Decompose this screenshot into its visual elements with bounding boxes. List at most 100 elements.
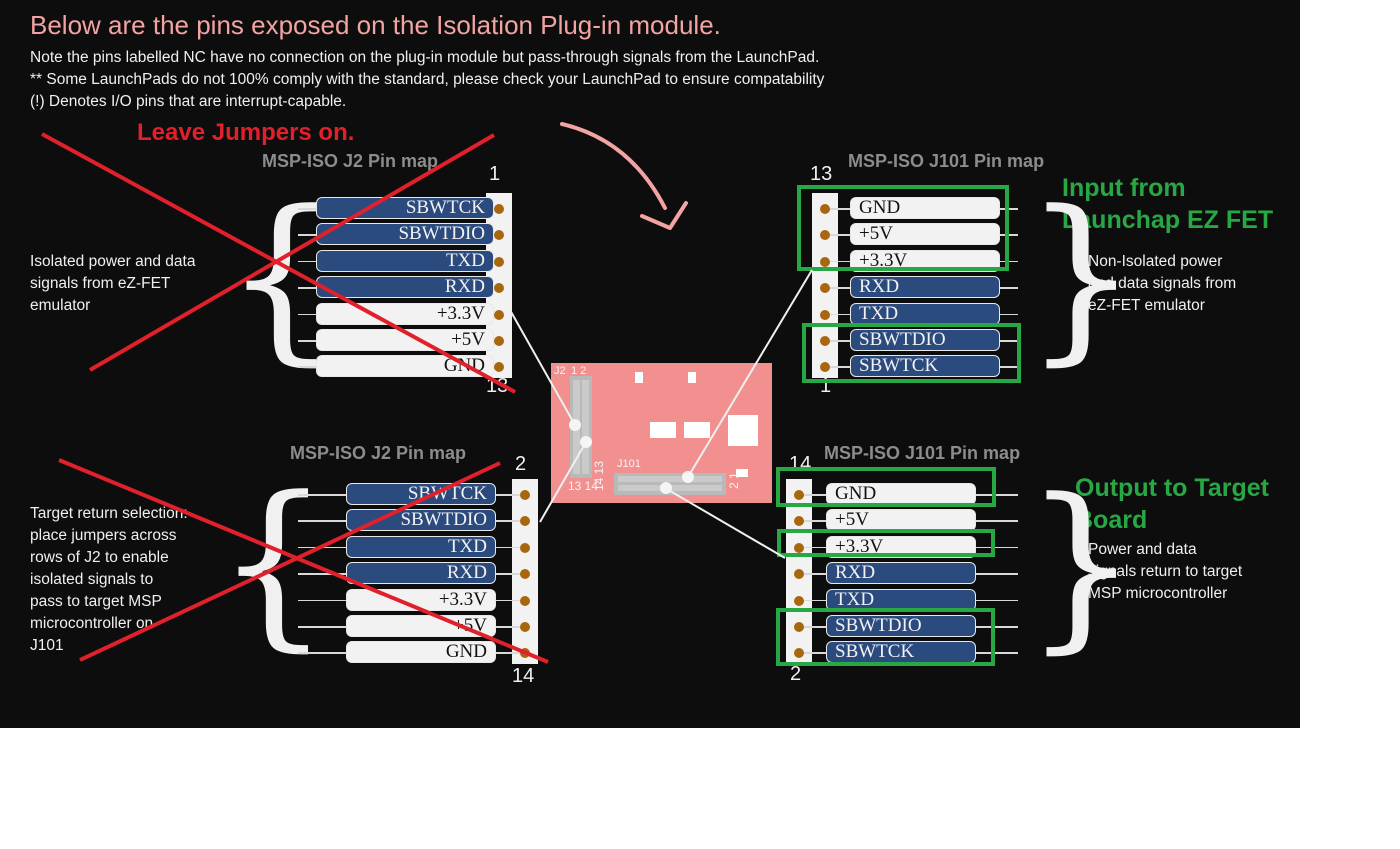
pin-label-rxd: RXD xyxy=(826,562,976,585)
highlight-power-input xyxy=(797,185,1009,271)
pin-label-sbwtdio: SBWTDIO xyxy=(826,615,976,637)
pin-label-gnd: GND xyxy=(850,197,1000,219)
pin-label-rxd: RXD xyxy=(850,276,1000,299)
pin-label-33v: +3.3V xyxy=(850,249,1000,272)
pin-label-sbwtdio: SBWTDIO xyxy=(346,509,496,532)
board-j2-pins-top: 1 2 xyxy=(571,365,587,377)
j101-top-brace-icon: } xyxy=(1024,173,1139,382)
board-component xyxy=(688,372,696,383)
pin-dot-icon xyxy=(820,230,830,241)
desc-line: rows of J2 to enable xyxy=(30,549,169,566)
pin-number-end: 2 xyxy=(790,663,802,685)
input-from-label-line1: Input from xyxy=(1062,174,1186,202)
pin-dot-icon xyxy=(794,648,804,659)
highlight-sbw-input xyxy=(802,323,1021,383)
connector-dot xyxy=(569,419,581,431)
board-j2-pins-bottom: 13 14 xyxy=(568,479,599,493)
j101-bottom-title: MSP-ISO J101 Pin map xyxy=(824,443,1021,463)
j2-top-title: MSP-ISO J2 Pin map xyxy=(262,151,439,171)
desc-line: signals from eZ-FET xyxy=(30,275,171,292)
pin-label-rxd: RXD xyxy=(346,562,496,585)
board-component xyxy=(650,422,676,438)
pin-number-start: 2 xyxy=(515,453,527,475)
board-j2-row xyxy=(582,380,589,474)
pin-label-gnd: GND xyxy=(346,641,496,664)
connector-dot xyxy=(660,482,672,494)
desc-line: Target return selection: xyxy=(30,505,188,522)
desc-line: Isolated power and data xyxy=(30,253,196,270)
desc-line: MSP microcontroller xyxy=(1088,585,1228,602)
board-component xyxy=(736,469,748,477)
pin-dot-icon xyxy=(494,204,504,214)
cross-out-line xyxy=(88,133,496,372)
pin-dot-icon xyxy=(494,362,504,373)
pin-dot-icon xyxy=(820,336,830,346)
highlight-gnd-output xyxy=(776,467,996,507)
board-component xyxy=(684,422,710,438)
pin-label-txd: TXD xyxy=(826,588,976,611)
input-from-label-line2: Launchap EZ FET xyxy=(1062,206,1274,234)
board-component xyxy=(635,372,643,383)
note-nc-pins: Note the pins labelled NC have no connec… xyxy=(30,49,820,66)
pin-label-5v: +5V xyxy=(316,329,494,351)
pin-dot-icon xyxy=(520,569,530,580)
pin-dot-icon xyxy=(794,490,804,500)
desc-line: Non-Isolated power xyxy=(1088,253,1223,270)
connector-j2-top xyxy=(509,309,576,426)
pin-number-end: 1 xyxy=(820,375,832,397)
pin-dot-icon xyxy=(820,256,830,267)
pin-dot-icon xyxy=(494,336,504,346)
pin-label-rxd: RXD xyxy=(316,276,494,299)
board-j101-label: J101 xyxy=(617,458,641,470)
connector-dot xyxy=(580,436,592,448)
pin-label-33v: +3.3V xyxy=(826,535,976,558)
connector-j2-bottom xyxy=(539,441,587,523)
board-j2-label: J2 xyxy=(554,365,566,377)
j2-bottom-description: Target return selection: place jumpers a… xyxy=(30,503,230,657)
pin-label-sbwtdio: SBWTDIO xyxy=(316,223,494,246)
pin-dot-icon xyxy=(520,542,530,553)
desc-line: J101 xyxy=(30,637,64,654)
pin-label-5v: +5V xyxy=(850,223,1000,246)
pin-dot-icon xyxy=(794,542,804,553)
pin-label-txd: TXD xyxy=(346,535,496,558)
pin-dot-icon xyxy=(520,622,530,632)
pin-dot-icon xyxy=(520,490,530,500)
desc-line: pass to target MSP xyxy=(30,593,162,610)
pin-dot-icon xyxy=(494,309,504,320)
note-compliance: ** Some LaunchPads do not 100% comply wi… xyxy=(30,71,825,88)
pin-label-5v: +5V xyxy=(346,615,496,637)
pin-label-sbwtdio: SBWTDIO xyxy=(850,329,1000,351)
desc-line: isolated signals to xyxy=(30,571,154,588)
pin-dot-icon xyxy=(820,362,830,373)
pin-dot-icon xyxy=(820,283,830,294)
desc-line: microcontroller on xyxy=(30,615,154,632)
cross-out-line xyxy=(58,458,549,664)
pin-dot-icon xyxy=(794,595,804,606)
page-title: Below are the pins exposed on the Isolat… xyxy=(30,10,721,40)
board-j101-row xyxy=(618,476,722,482)
pin-dot-icon xyxy=(520,595,530,606)
j2-top-description: Isolated power and data signals from eZ-… xyxy=(30,251,230,317)
connector-dot xyxy=(682,471,694,483)
pin-dot-icon xyxy=(494,256,504,267)
connector-j101-top xyxy=(687,269,813,478)
pin-label-sbwtck: SBWTCK xyxy=(850,355,1000,378)
desc-line: Power and data xyxy=(1088,541,1197,558)
desc-line: signals return to target xyxy=(1088,563,1243,580)
board-component xyxy=(728,415,758,446)
isolation-module-board: J2 1 2 13 14 J101 14 13 2 1 xyxy=(551,363,772,503)
pin-dot-icon xyxy=(520,516,530,527)
j101-top-description: Non-Isolated power and data signals from… xyxy=(1088,251,1288,317)
j101-bottom-description: Power and data signals return to target … xyxy=(1088,539,1298,605)
overlay-lines xyxy=(41,122,813,664)
note-interrupt: (!) Denotes I/O pins that are interrupt-… xyxy=(30,93,347,110)
arrow-head-icon xyxy=(640,201,688,230)
diagram-panel: Below are the pins exposed on the Isolat… xyxy=(0,0,1300,728)
desc-line: emulator xyxy=(30,297,91,314)
output-to-label-line1: Output to Target xyxy=(1075,474,1269,502)
desc-line: eZ-FET emulator xyxy=(1088,297,1205,314)
pin-number-start: 1 xyxy=(489,163,501,185)
leave-jumpers-note: Leave Jumpers on. xyxy=(137,119,355,146)
pin-number-start: 13 xyxy=(810,163,833,185)
